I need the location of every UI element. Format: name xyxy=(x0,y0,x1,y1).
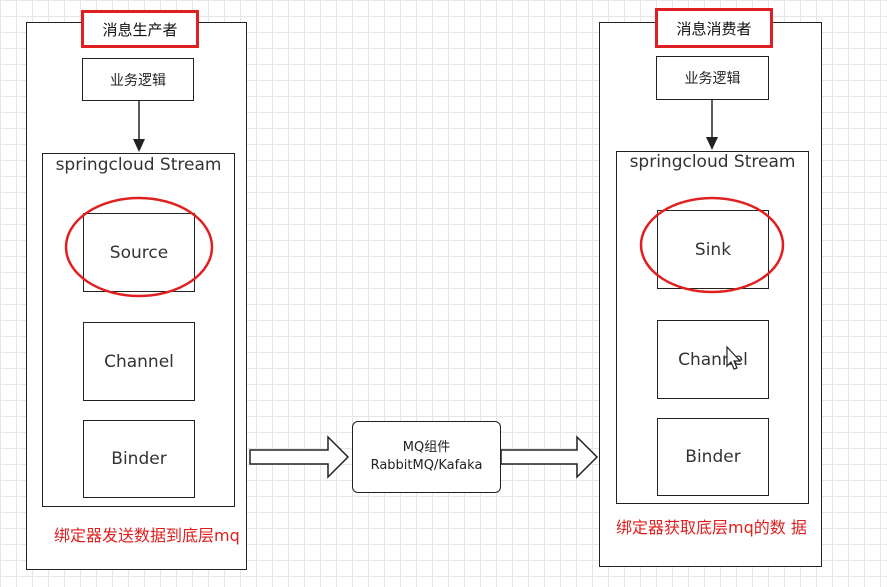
consumer-binder-box: Binder xyxy=(657,418,769,496)
producer-stream-title: springcloud Stream xyxy=(55,155,222,175)
arrow-down-icon xyxy=(133,101,145,152)
producer-channel-box: Channel xyxy=(83,322,195,401)
mq-implementations: RabbitMQ/Kafaka xyxy=(370,458,483,473)
sink-highlight-ellipse xyxy=(639,196,785,294)
consumer-sink-box: Sink xyxy=(657,210,769,289)
hollow-arrow-right-icon xyxy=(500,435,599,479)
cursor-icon xyxy=(726,345,742,370)
producer-source-box: Source xyxy=(83,213,195,292)
mq-label: MQ组件 xyxy=(402,440,451,455)
arrow-down-icon xyxy=(706,100,718,150)
producer-title: 消息生产者 xyxy=(81,10,199,48)
producer-binder-box: Binder xyxy=(83,420,195,498)
consumer-business-logic: 业务逻辑 xyxy=(656,56,769,100)
consumer-note: 绑定器获取底层mq的数 据 xyxy=(616,518,807,537)
hollow-arrow-right-icon xyxy=(249,435,350,479)
consumer-stream-title: springcloud Stream xyxy=(629,152,796,172)
mq-component: MQ组件 RabbitMQ/Kafaka xyxy=(352,421,501,493)
producer-business-logic: 业务逻辑 xyxy=(82,58,194,101)
consumer-title: 消息消费者 xyxy=(655,8,773,48)
source-highlight-ellipse xyxy=(64,196,214,298)
producer-note: 绑定器发送数据到底层mq xyxy=(54,526,240,545)
